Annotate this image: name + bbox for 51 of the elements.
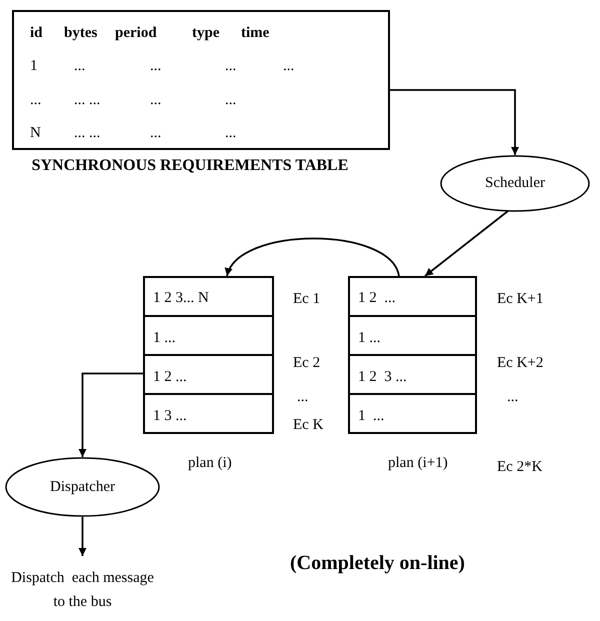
column-header: period <box>115 24 157 42</box>
slot-label: Ec 2 <box>293 354 320 373</box>
plan-row: 1 2 3 ... <box>348 354 477 393</box>
plan-row: 1 2 3... N <box>143 276 274 315</box>
arrow <box>390 89 519 155</box>
table-cell: ... ... <box>74 91 100 109</box>
plan-row: 1 ... <box>348 315 477 354</box>
column-header: type <box>192 24 220 42</box>
node-label: Dispatcher <box>50 478 115 497</box>
node-label: Scheduler <box>485 174 545 194</box>
output-text: Dispatch each message to the bus <box>10 566 155 616</box>
table-cell: 1 <box>30 57 38 75</box>
plan-row: 1 2 ... <box>348 276 477 315</box>
column-header: bytes <box>64 24 98 42</box>
arrow <box>226 238 400 276</box>
process-ellipse <box>440 155 590 212</box>
slot-label: ... <box>507 388 518 407</box>
column-header: time <box>241 24 270 42</box>
slot-label: Ec K+1 <box>497 290 544 309</box>
slot-label: Ec K <box>293 416 324 435</box>
plan-row: 1 3 ... <box>143 393 274 432</box>
table-caption: SYNCHRONOUS REQUIREMENTS TABLE <box>30 156 350 176</box>
table-cell: ... <box>150 91 162 109</box>
table-cell: ... <box>225 91 236 109</box>
arrow <box>78 517 86 556</box>
plan-caption: plan (i+1) <box>388 454 448 473</box>
arrow <box>78 372 143 457</box>
slot-label: Ec K+2 <box>497 354 544 373</box>
table-cell: ... <box>150 57 162 75</box>
table-cell: ... <box>225 57 236 75</box>
slot-label: ... <box>297 388 308 407</box>
slot-label: Ec 1 <box>293 290 320 309</box>
table-cell: ... <box>74 57 86 75</box>
table-cell: ... <box>30 91 42 109</box>
table-cell: ... <box>150 124 162 142</box>
plan-table <box>143 276 274 434</box>
plan-row: 1 2 ... <box>143 354 274 393</box>
plan-row: 1 ... <box>143 315 274 354</box>
arrow <box>424 210 509 277</box>
column-header: id <box>30 24 43 42</box>
table-cell: N <box>30 124 41 142</box>
requirements-table <box>12 10 390 150</box>
table-cell: ... ... <box>74 124 100 142</box>
plan-row: 1 ... <box>348 393 477 432</box>
mode-note: (Completely on-line) <box>290 551 465 576</box>
process-ellipse <box>5 457 160 517</box>
slot-label: Ec 2*K <box>497 458 542 477</box>
plan-table <box>348 276 477 434</box>
table-cell: ... <box>225 124 236 142</box>
table-cell: ... <box>283 57 294 75</box>
plan-caption: plan (i) <box>188 454 232 473</box>
